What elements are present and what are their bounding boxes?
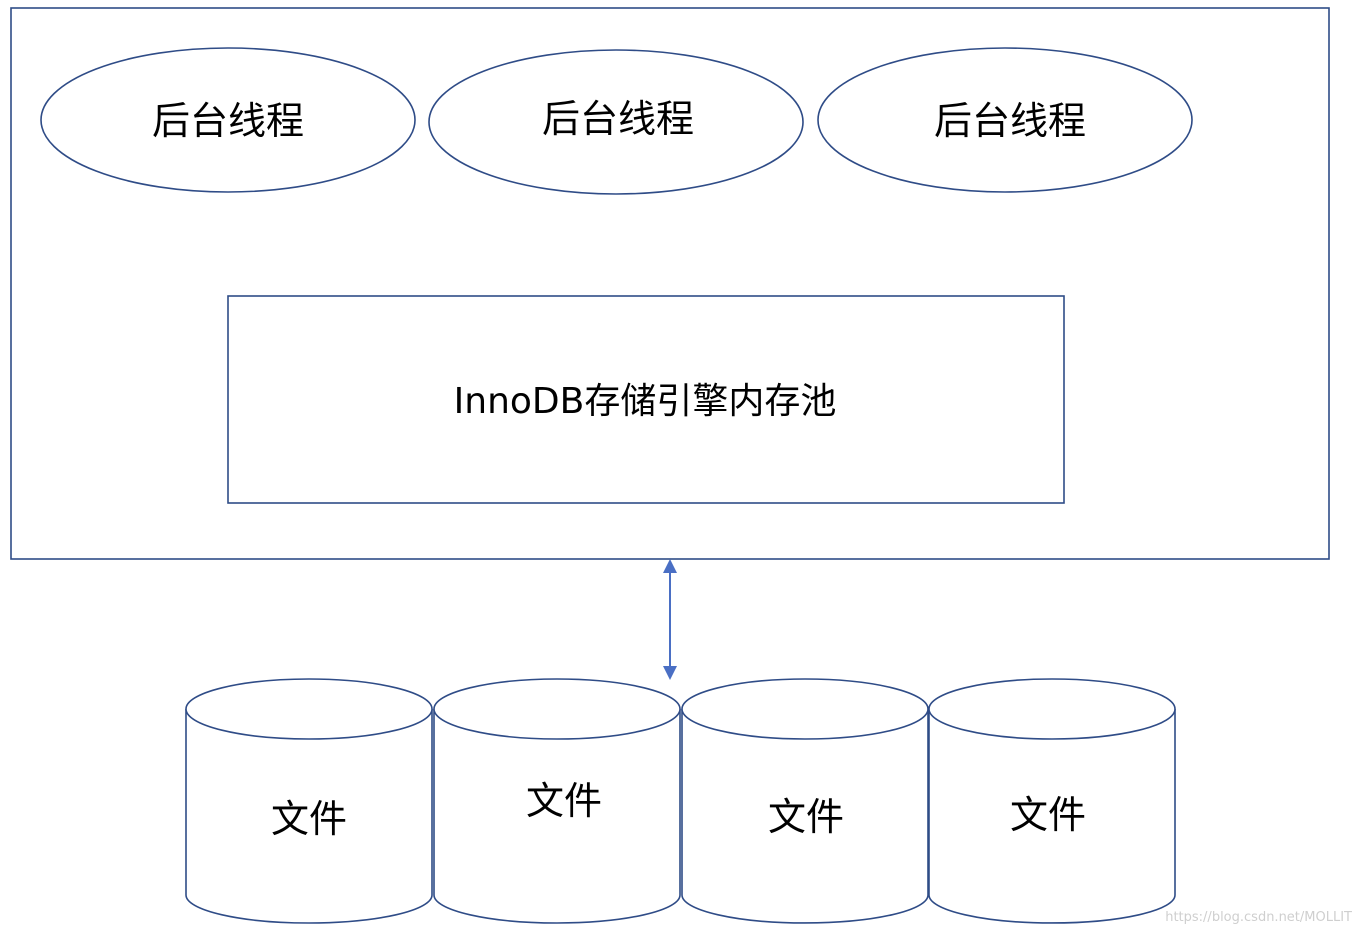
memory-pool-box [227, 295, 1065, 504]
cylinder-top [681, 678, 929, 740]
thread-label: 后台线程 [542, 97, 694, 141]
cylinder-body [185, 709, 433, 924]
thread-ellipse [40, 47, 416, 193]
thread-label: 后台线程 [152, 99, 304, 143]
file-label: 文件 [271, 797, 347, 841]
thread-node: 后台线程 [817, 47, 1193, 193]
file-label: 文件 [1010, 793, 1086, 837]
watermark: https://blog.csdn.net/MOLLIT [1165, 910, 1352, 925]
thread-label: 后台线程 [934, 99, 1086, 143]
file-cylinder: 文件 [928, 678, 1176, 924]
file-cylinder: 文件 [433, 678, 681, 924]
file-cylinder: 文件 [681, 678, 929, 924]
cylinder-body [681, 709, 929, 924]
file-label: 文件 [768, 795, 844, 839]
cylinder-top [433, 678, 681, 740]
cylinder-top [928, 678, 1176, 740]
file-cylinder: 文件 [185, 678, 433, 924]
cylinder-top [185, 678, 433, 740]
thread-node: 后台线程 [40, 47, 416, 193]
thread-node: 后台线程 [428, 49, 804, 195]
thread-ellipse [428, 49, 804, 195]
memory-pool-node: InnoDB存储引擎内存池 [227, 295, 1065, 504]
memory-pool-label: InnoDB存储引擎内存池 [454, 381, 837, 422]
thread-ellipse [817, 47, 1193, 193]
cylinder-body [928, 709, 1176, 924]
cylinder-body [433, 709, 681, 924]
file-label: 文件 [526, 779, 602, 823]
